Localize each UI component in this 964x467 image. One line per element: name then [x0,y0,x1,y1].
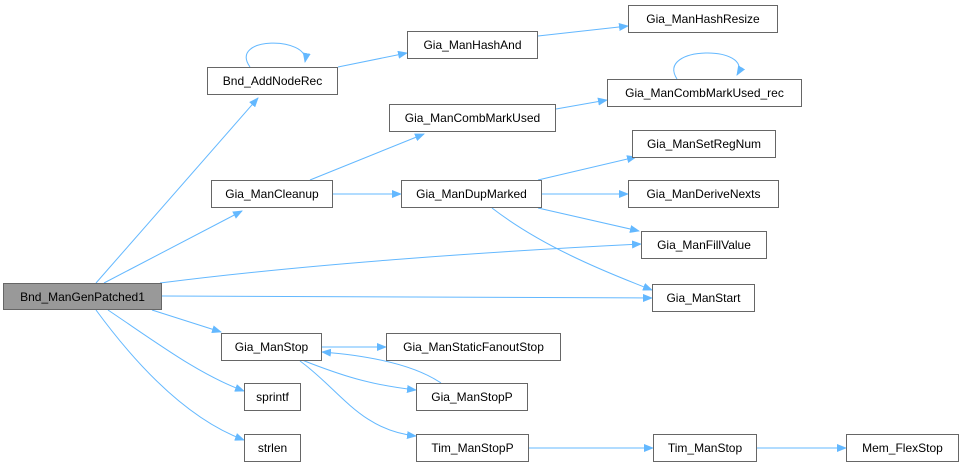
node-gia-manfillvalue[interactable]: Gia_ManFillValue [641,231,767,259]
edge-gia-mandupmarked-to-gia-manstart [491,207,653,291]
edge-root-to-gia-manstop [151,309,222,334]
edge-bnd-addnoderec-self [246,42,311,68]
node-bnd-mangenpatched1[interactable]: Bnd_ManGenPatched1 [3,283,162,310]
node-gia-manstaticfanoutstop[interactable]: Gia_ManStaticFanoutStop [386,333,561,361]
edge-root-to-strlen [95,309,245,441]
node-gia-manhashand[interactable]: Gia_ManHashAnd [407,31,538,59]
edge-gia-mandupmarked-to-gia-manfillvalue [537,207,640,233]
node-gia-manstart[interactable]: Gia_ManStart [652,284,755,312]
node-gia-manhashresize[interactable]: Gia_ManHashResize [628,5,778,33]
edge-gia-manstop-to-tim-manstopp [299,360,417,440]
edge-root-to-bnd-addnoderec [95,97,259,284]
node-gia-mandupmarked[interactable]: Gia_ManDupMarked [401,180,542,208]
edge-root-to-gia-manfillvalue [159,240,642,284]
edge-bnd-addnoderec-to-gia-manhashand [337,50,408,68]
node-gia-manderivenexts[interactable]: Gia_ManDeriveNexts [628,180,779,208]
node-tim-manstop[interactable]: Tim_ManStop [653,434,757,462]
edge-root-to-gia-mancleanup [103,210,243,284]
node-gia-mancleanup[interactable]: Gia_ManCleanup [211,180,333,208]
edge-gia-manhashand-to-gia-manhashresize [537,23,629,37]
edge-gia-manstopp-to-gia-manstop [321,348,442,384]
node-sprintf[interactable]: sprintf [244,383,301,411]
node-gia-manstopp[interactable]: Gia_ManStopP [416,383,528,411]
edge-gia-mancombmarkused-to-rec [555,97,608,110]
edge-gia-mancombmarkused-rec-self [673,52,746,80]
node-bnd-addnoderec[interactable]: Bnd_AddNodeRec [207,67,338,95]
edge-gia-manstop-to-gia-manstopp [301,359,417,394]
node-gia-manstop[interactable]: Gia_ManStop [221,333,322,361]
node-gia-mansetregnum[interactable]: Gia_ManSetRegNum [632,130,776,158]
node-strlen[interactable]: strlen [244,434,301,462]
edge-gia-mancleanup-to-gia-mancombmarkused [309,133,425,181]
node-tim-manstopp[interactable]: Tim_ManStopP [416,434,529,462]
edge-root-to-gia-manstart [161,293,653,302]
edge-root-to-sprintf [107,309,245,392]
node-mem-flexstop[interactable]: Mem_FlexStop [846,434,959,462]
edge-gia-mandupmarked-to-gia-mansetregnum [537,155,637,181]
node-gia-mancombmarkused-rec[interactable]: Gia_ManCombMarkUsed_rec [607,79,802,107]
node-gia-mancombmarkused[interactable]: Gia_ManCombMarkUsed [389,104,556,132]
